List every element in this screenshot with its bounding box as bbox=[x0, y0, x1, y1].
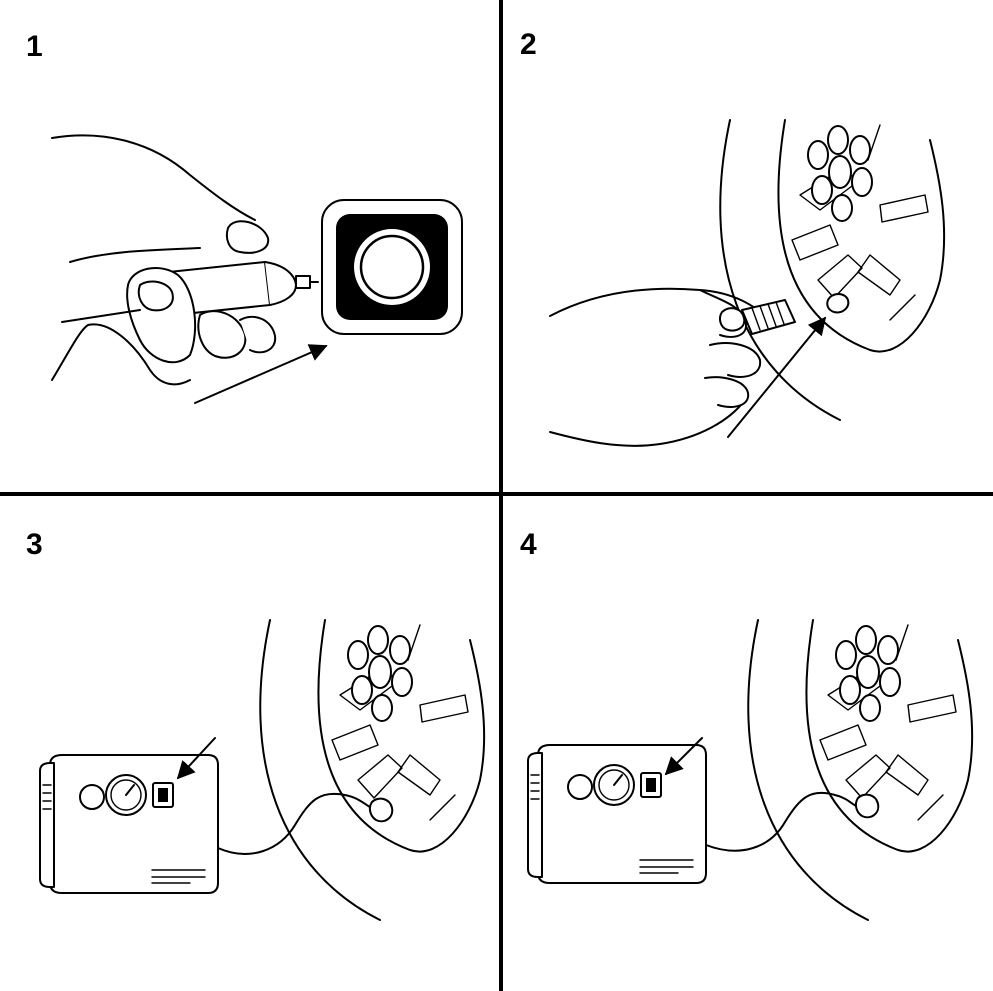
panel-1-illustration bbox=[51, 134, 463, 404]
step-number-1: 1 bbox=[26, 30, 43, 63]
step-number-3: 3 bbox=[26, 528, 43, 561]
panel-2-illustration bbox=[549, 119, 946, 447]
step-number-2: 2 bbox=[520, 28, 537, 61]
panel-3-illustration bbox=[39, 619, 486, 921]
panel-4-illustration bbox=[527, 619, 974, 921]
step-number-4: 4 bbox=[520, 528, 537, 561]
